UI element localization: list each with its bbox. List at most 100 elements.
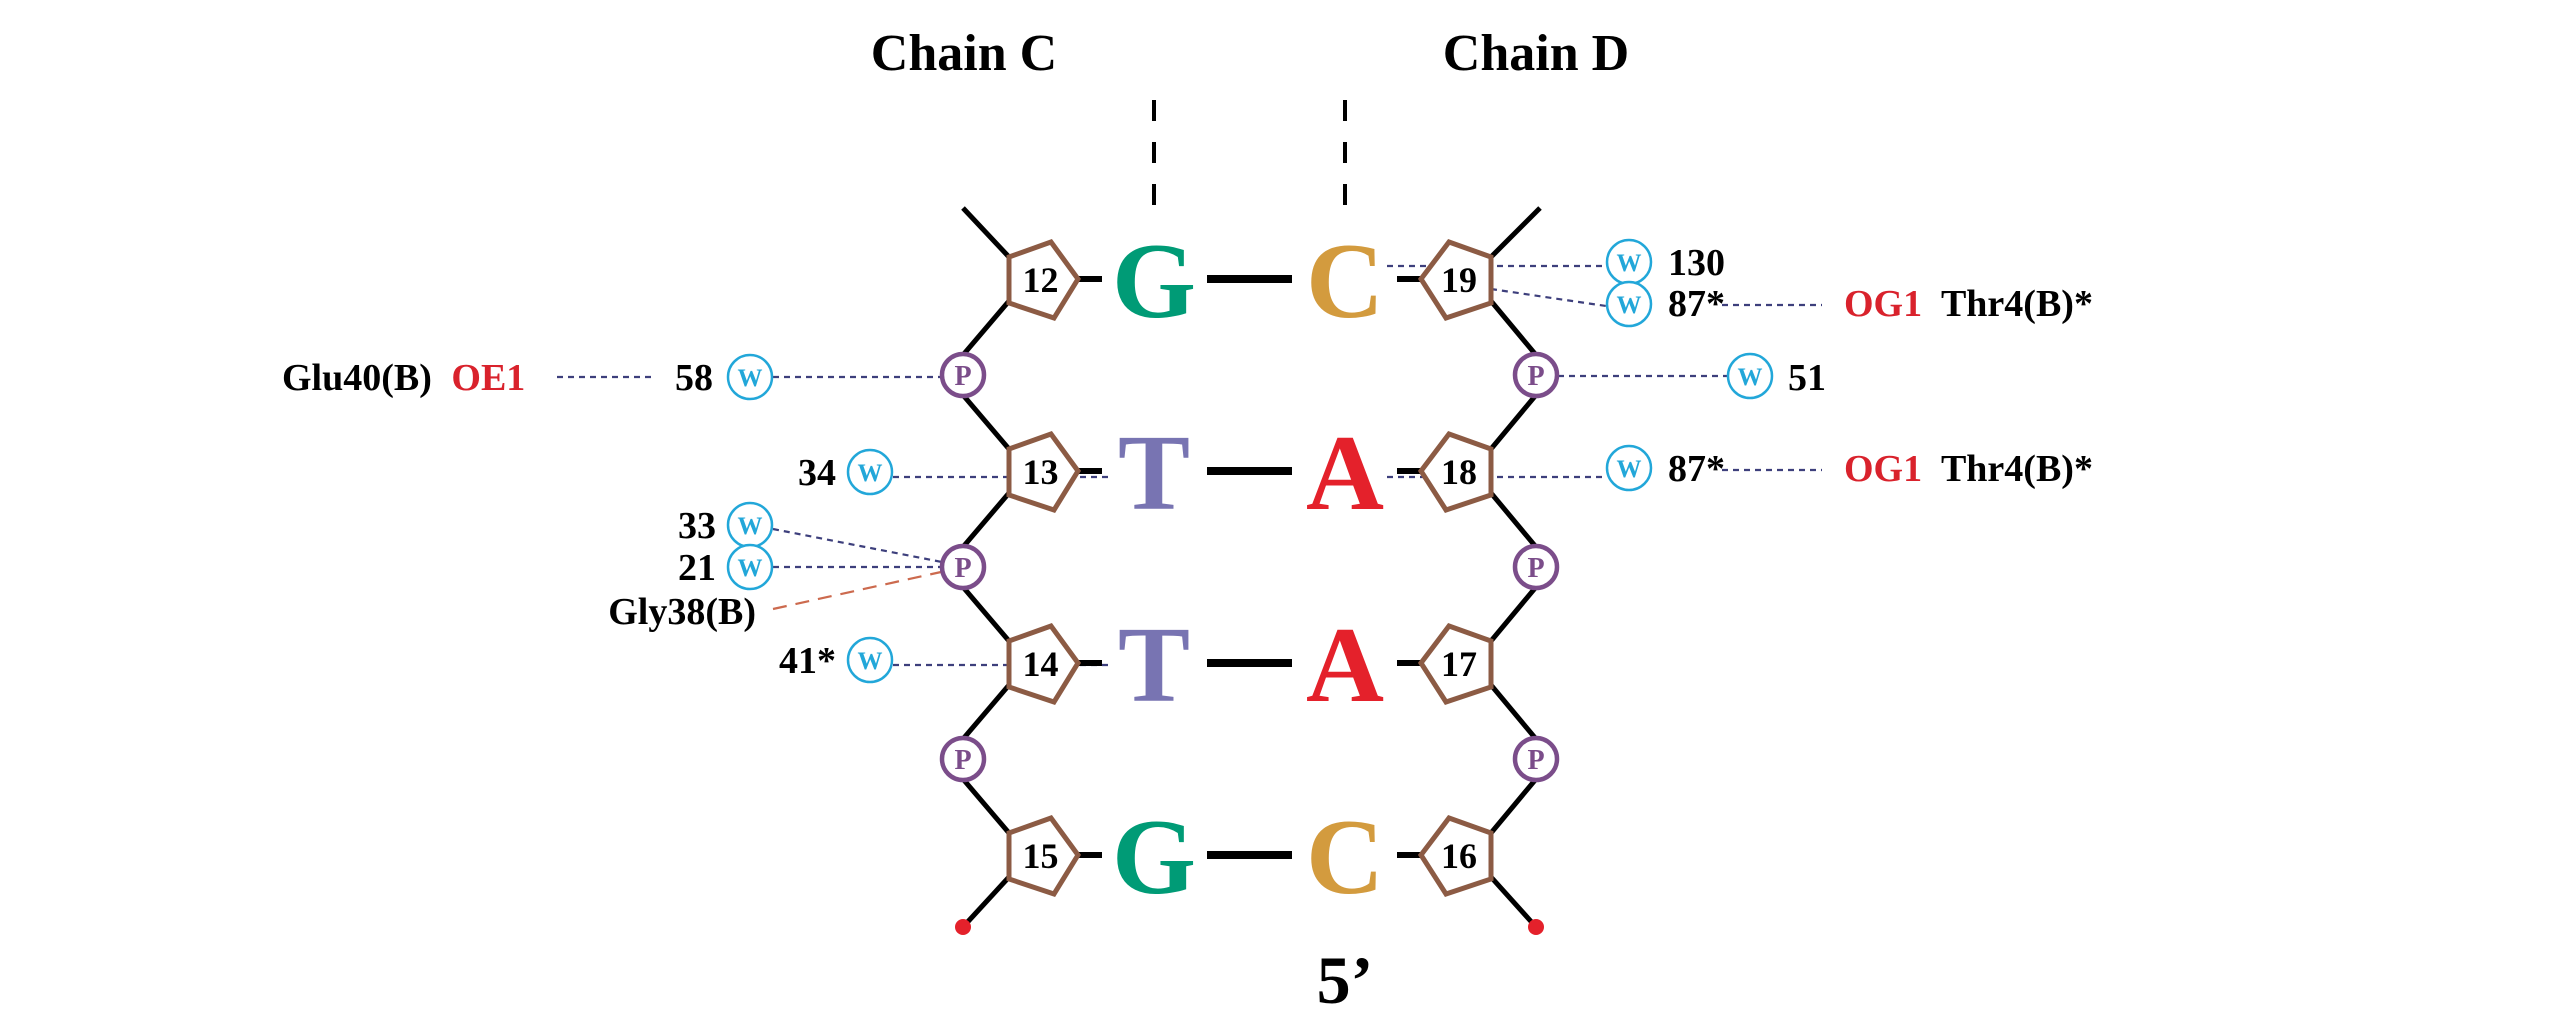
base-d19: C — [1306, 222, 1384, 341]
backbone-right-segment — [1489, 683, 1538, 741]
phosphate-d-3-label: P — [1527, 745, 1544, 776]
water-41-circle — [846, 636, 894, 684]
water-87a-label: 87* — [1668, 283, 1725, 325]
nucleotide-c15-number: 15 — [1023, 836, 1059, 876]
water-41-label: W — [858, 648, 883, 675]
nucleotide-d16-sugar — [1417, 815, 1494, 897]
thr4-atom-a: OG1 — [1844, 283, 1922, 325]
backbone-right-bottom — [1489, 875, 1538, 929]
base-pair-bonds — [1078, 275, 1421, 859]
phosphate-d-2-circle — [1512, 543, 1560, 591]
phosphate-d-2-label: P — [1527, 553, 1544, 584]
phosphate-c-1-circle — [939, 351, 987, 399]
backbone — [961, 206, 1542, 929]
water-58-label: W — [738, 365, 763, 392]
water-130-label: 130 — [1668, 242, 1725, 284]
water-34-circle — [846, 448, 894, 496]
water-51-label: 51 — [1788, 357, 1826, 399]
terminal-dot-left — [955, 919, 971, 935]
chain-c-title: Chain C — [871, 25, 1057, 82]
thr4-residue-b: Thr4(B)* — [1941, 448, 2093, 490]
water-34-label: 34 — [798, 452, 836, 494]
base-c12: G — [1112, 222, 1196, 341]
backbone-left-segment — [961, 393, 1011, 451]
backbone-left-top — [961, 206, 1011, 259]
chain-d-title: Chain D — [1443, 25, 1629, 82]
nucleotide-c14-sugar — [1006, 623, 1082, 705]
water-21-circle — [726, 543, 774, 591]
nucleotide-c13-number: 13 — [1023, 452, 1059, 492]
nucleotide-c13-sugar — [1006, 431, 1082, 513]
thr4-atom-b: OG1 — [1844, 448, 1922, 490]
water-33-label: 33 — [678, 505, 716, 547]
water-87b-label: W — [1617, 456, 1642, 483]
nucleotide-c14-number: 14 — [1023, 644, 1059, 684]
glu40-atom: OE1 — [451, 357, 525, 399]
thr4-residue-a: Thr4(B)* — [1941, 283, 2093, 325]
base-c14: T — [1118, 606, 1190, 725]
water-58-label: 58 — [675, 357, 713, 399]
base-d16: C — [1306, 798, 1384, 917]
nucleotide-d16-number: 16 — [1441, 836, 1477, 876]
nucleotide-d17-sugar — [1417, 623, 1494, 705]
water-41-label: 41* — [779, 640, 836, 682]
nucleotide-d18-sugar — [1417, 431, 1494, 513]
backbone-right-top — [1489, 206, 1542, 259]
water-34-label: W — [858, 460, 883, 487]
water-58-circle — [726, 353, 774, 401]
nucleotide-d19-sugar — [1417, 239, 1494, 321]
phosphate-c-3-label: P — [954, 745, 971, 776]
water-33-label: W — [738, 513, 763, 540]
hbond-w33-phosphate — [772, 527, 943, 564]
phosphate-d-1-circle — [1512, 351, 1560, 399]
phosphate-c-1-label: P — [954, 361, 971, 392]
water-130-label: W — [1617, 250, 1642, 277]
phosphate-d-3-circle — [1512, 735, 1560, 783]
backbone-left-segment — [961, 683, 1011, 741]
backbone-left-bottom — [961, 875, 1011, 929]
nucleotide-c12-number: 12 — [1023, 260, 1059, 300]
backbone-right-segment — [1489, 585, 1538, 643]
base-d18: A — [1306, 414, 1384, 533]
water-21-label: W — [738, 555, 763, 582]
backbone-left-segment — [961, 491, 1011, 549]
nucleotide-c12-sugar — [1006, 239, 1082, 321]
nucleotide-d19-number: 19 — [1441, 260, 1477, 300]
backbone-right-segment — [1489, 299, 1538, 357]
backbone-right-segment — [1489, 393, 1538, 451]
backbone-right-segment — [1489, 777, 1538, 835]
water-51-label: W — [1738, 364, 1763, 391]
nucleotide-d18-number: 18 — [1441, 452, 1477, 492]
thr4-label-b: OG1 Thr4(B)* — [1844, 448, 2093, 490]
water-87a-circle — [1605, 280, 1653, 328]
water-87a-label: W — [1617, 292, 1642, 319]
water-51-circle — [1726, 352, 1774, 400]
nucleotide-d17-number: 17 — [1441, 644, 1477, 684]
base-c13: T — [1118, 414, 1190, 533]
thr4-label-a: OG1 Thr4(B)* — [1844, 283, 2093, 325]
phosphate-d-1-label: P — [1527, 361, 1544, 392]
glu40-label: Glu40(B) OE1 — [282, 357, 525, 399]
phosphate-c-3-circle — [939, 735, 987, 783]
water-87b-circle — [1605, 444, 1653, 492]
base-d17: A — [1306, 606, 1384, 725]
base-c15: G — [1112, 798, 1196, 917]
terminal-dot-right — [1528, 919, 1544, 935]
hbond-s19-w87 — [1490, 287, 1607, 308]
backbone-left-segment — [961, 585, 1011, 643]
hbond-gly38-phosphate — [772, 570, 942, 611]
gly38-label: Gly38(B) — [608, 591, 756, 633]
phosphate-c-2-circle — [939, 543, 987, 591]
nucleotide-c15-sugar — [1006, 815, 1082, 897]
backbone-right-segment — [1489, 491, 1538, 549]
water-87b-label: 87* — [1668, 448, 1725, 490]
backbone-left-segment — [961, 777, 1011, 835]
backbone-left-segment — [961, 299, 1011, 357]
water-21-label: 21 — [678, 547, 716, 589]
phosphate-c-2-label: P — [954, 553, 971, 584]
glu40-residue: Glu40(B) — [282, 357, 432, 399]
five-prime-label: 5’ — [1317, 942, 1374, 1018]
